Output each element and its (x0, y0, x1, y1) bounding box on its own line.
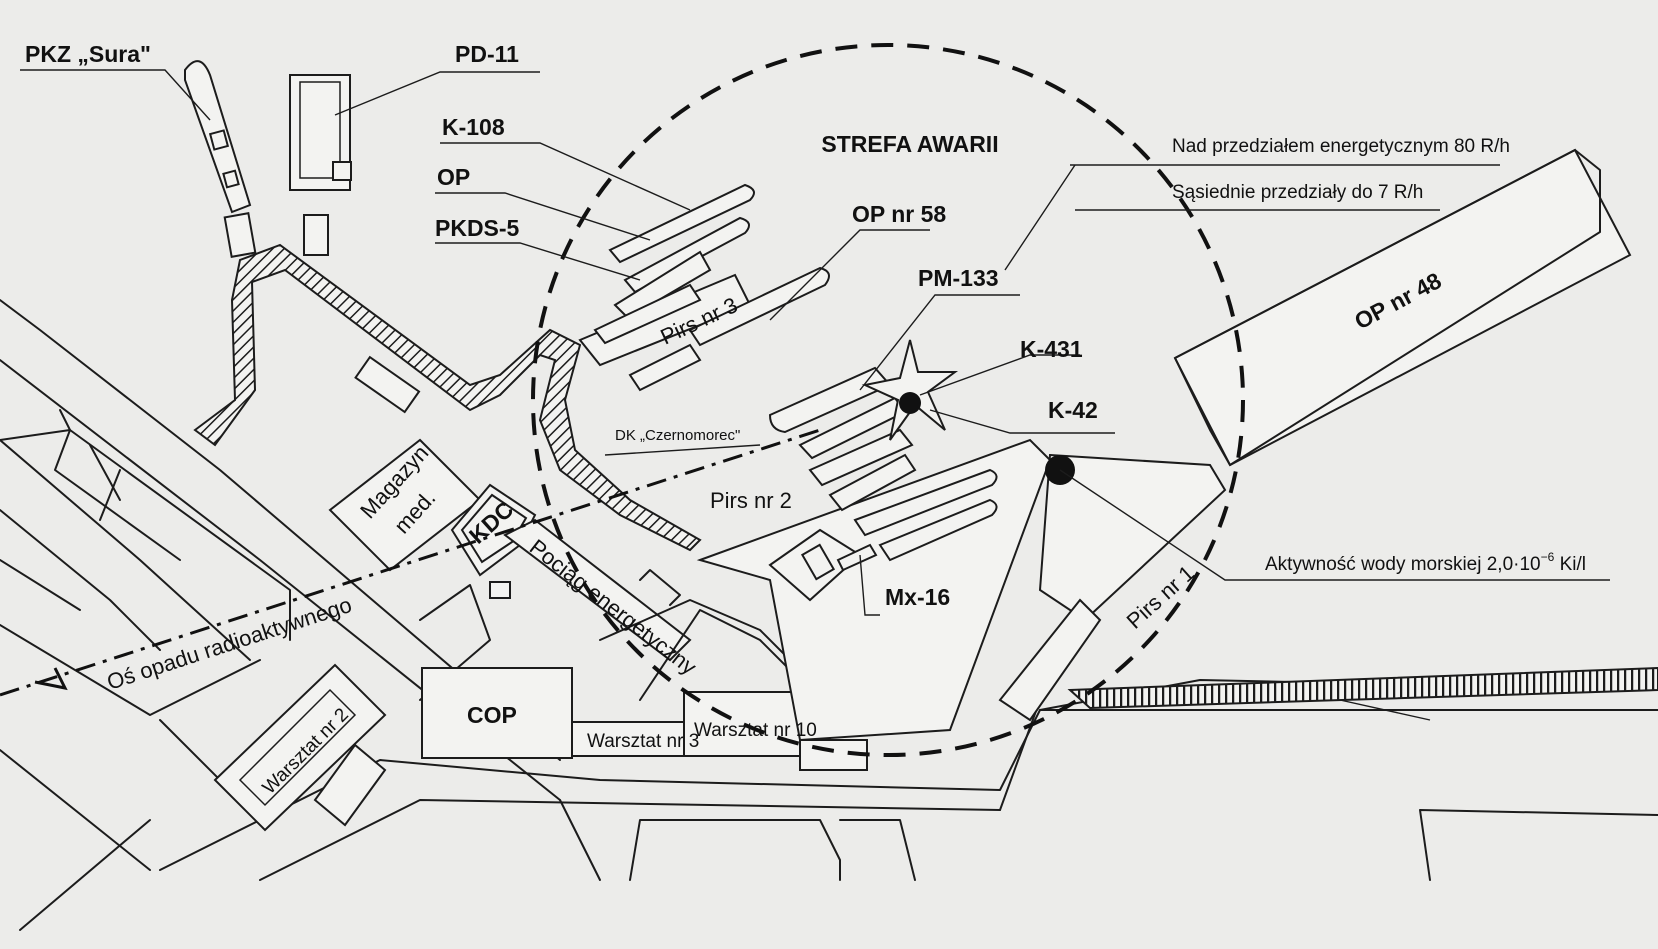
warsztat-2-annex (313, 743, 387, 827)
k42-ship (808, 428, 914, 487)
radiation-line-1: Nad przedziałem energetycznym 80 R/h (1172, 136, 1510, 157)
cop-label: COP (467, 702, 517, 728)
k431-label: K-431 (1020, 336, 1083, 362)
dk-czernomorec-label: DK „Czernomorec" (615, 427, 740, 444)
pirs-2-label: Pirs nr 2 (710, 488, 792, 513)
warsztat-10-label: Warsztat nr 10 (694, 720, 817, 741)
leader-lines (20, 69, 1610, 721)
mx16-label: Mx-16 (885, 584, 950, 610)
op-label: OP (437, 164, 470, 190)
fallout-axis-arrow-icon (34, 667, 68, 691)
pd11-cabin (332, 161, 352, 181)
pkz-sura-label: PKZ „Sura" (25, 41, 151, 67)
sub-5 (853, 468, 998, 537)
accident-zone-title: STREFA AWARII (821, 131, 998, 157)
pkz-sura-hatch (222, 169, 240, 189)
breakwater (1067, 666, 1658, 710)
pirs-2-box (800, 543, 836, 581)
pm133-label: PM-133 (918, 265, 999, 291)
sub-4 (828, 453, 917, 512)
small-hut (489, 581, 511, 599)
warsztat-3-building (571, 721, 685, 757)
accident-zone-circle (531, 43, 1245, 757)
fallout-axis-label: Oś opadu radioaktywnego (104, 592, 355, 695)
pirs-1 (1038, 453, 1227, 622)
pkz-sura-cabin (208, 129, 230, 151)
roads (159, 584, 1658, 881)
cop-building (421, 667, 573, 759)
pm133-ship (768, 366, 892, 434)
pkds5-label: PKDS-5 (435, 215, 520, 241)
radiation-line-2: Sąsiednie przedziały do 7 R/h (1172, 182, 1423, 203)
k108-ship (608, 183, 755, 264)
warsztat-3-label: Warsztat nr 3 (587, 731, 699, 752)
mx16-ship (836, 543, 878, 572)
pkds-hull (593, 283, 702, 345)
berthed-vessels (593, 183, 998, 572)
warsztat-2-building (213, 663, 387, 832)
fallout-axis-line (0, 428, 821, 697)
op-ship (623, 216, 750, 294)
k431-marker (899, 392, 921, 414)
pirs-3-box (628, 343, 702, 392)
hatched-causeway (193, 243, 702, 552)
pd11-gangway (303, 214, 329, 256)
op58-ship (688, 266, 830, 347)
pkds5-ship (613, 250, 712, 320)
sura-gangway (223, 212, 257, 258)
water-activity-label: Aktywność wody morskiej 2,0·10−6 Ki/l (1265, 550, 1586, 575)
pirs-1-base (998, 598, 1102, 722)
op58-label: OP nr 58 (852, 201, 946, 227)
k108-label: K-108 (442, 114, 505, 140)
warsztat-10-building (683, 691, 801, 757)
pd11-label: PD-11 (455, 41, 519, 67)
sub-6 (878, 498, 998, 562)
small-building (354, 355, 421, 414)
k42-label: K-42 (1048, 397, 1098, 423)
